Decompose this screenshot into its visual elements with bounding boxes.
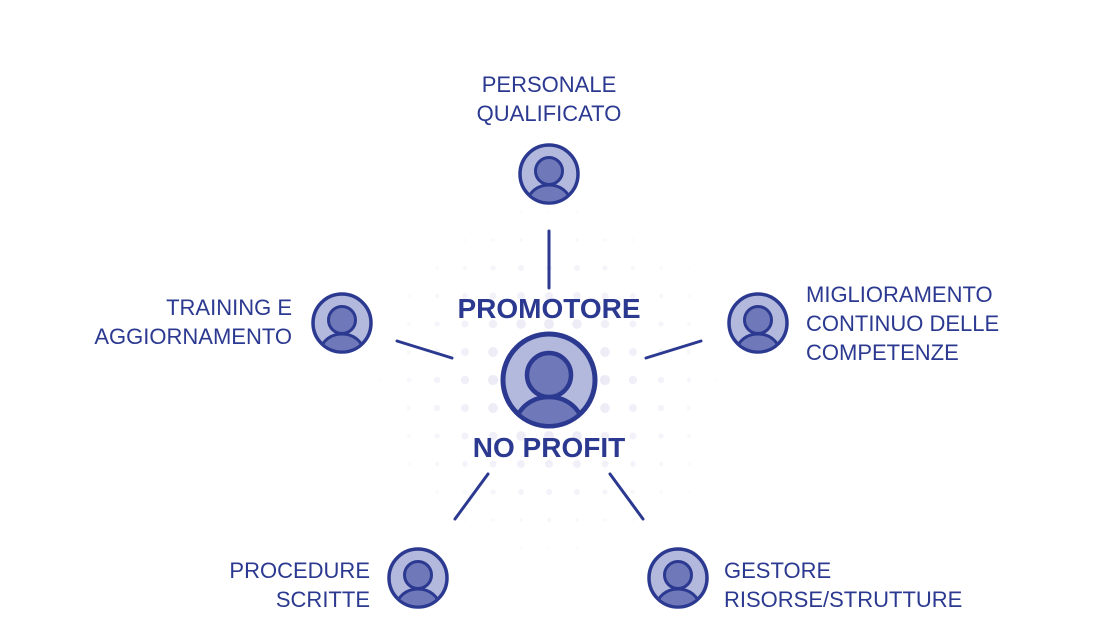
center-title-top: PROMOTORE	[457, 293, 641, 324]
label-line: QUALIFICATO	[476, 101, 622, 126]
person-icon	[311, 292, 373, 354]
label-line: SCRITTE	[275, 587, 370, 612]
label-line: PROCEDURE	[229, 558, 370, 583]
connector-bottom-right	[608, 472, 645, 521]
center-person-icon	[500, 331, 598, 429]
person-icon	[387, 547, 449, 609]
node-label-training: TRAINING E AGGIORNAMENTO	[40, 293, 292, 351]
center-title-bottom: NO PROFIT	[472, 432, 626, 463]
label-line: AGGIORNAMENTO	[94, 324, 292, 349]
node-label-procedure: PROCEDURE SCRITTE	[170, 556, 370, 614]
label-line: RISORSE/STRUTTURE	[724, 587, 963, 612]
person-icon	[727, 292, 789, 354]
connector-lines	[395, 229, 703, 521]
person-icon	[647, 547, 709, 609]
label-line: TRAINING E	[166, 295, 292, 320]
node-label-miglioramento: MIGLIORAMENTO CONTINUO DELLE COMPETENZE	[806, 280, 1066, 367]
person-icon	[518, 143, 580, 205]
label-line: CONTINUO DELLE	[806, 311, 1000, 336]
node-label-personale: PERSONALE QUALIFICATO	[449, 70, 649, 128]
label-line: MIGLIORAMENTO	[806, 282, 993, 307]
connector-bottom-left	[453, 472, 490, 521]
node-label-gestore: GESTORE RISORSE/STRUTTURE	[724, 556, 1004, 614]
label-line: GESTORE	[724, 558, 832, 583]
label-line: COMPETENZE	[806, 340, 959, 365]
connector-right	[644, 339, 703, 360]
connector-left	[395, 339, 454, 360]
label-line: PERSONALE	[481, 72, 617, 97]
